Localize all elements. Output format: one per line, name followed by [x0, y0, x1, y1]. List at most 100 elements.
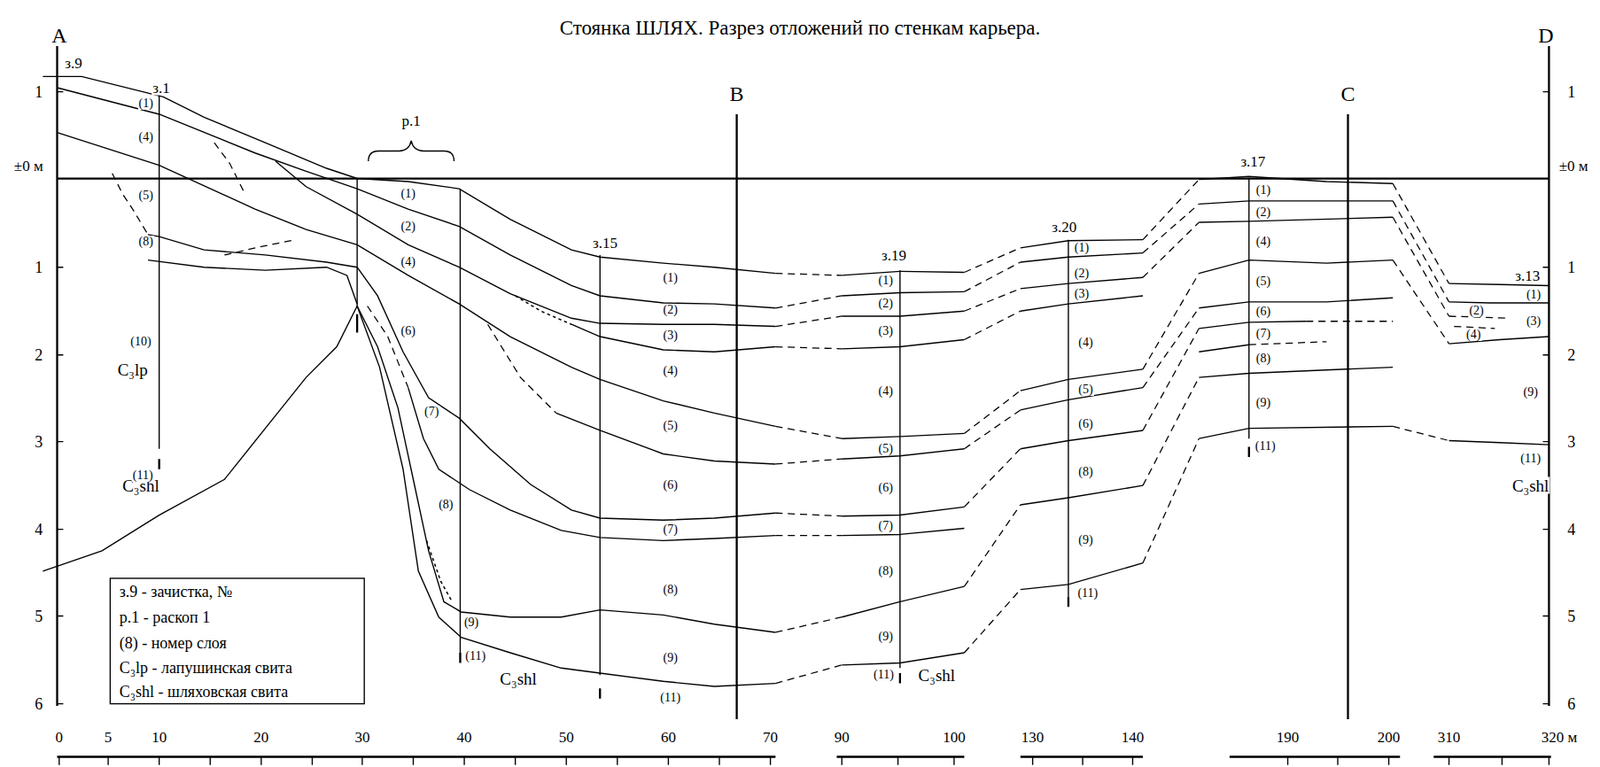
dashed-links — [963, 248, 1020, 653]
layer-number: (6) — [1255, 305, 1272, 319]
distance-number: 20 — [252, 729, 270, 745]
depth-number: 1 — [1566, 259, 1577, 276]
layer-number: (8) — [1255, 352, 1272, 366]
layer-number: (1) — [1255, 184, 1272, 197]
layer-number: (11) — [872, 668, 895, 682]
scale-tick — [841, 756, 843, 765]
scale-tick — [1548, 756, 1550, 765]
legend-text: C₃shl - шляховская свита — [119, 683, 289, 700]
layer-number: (6) — [662, 479, 679, 492]
depth-number: 4 — [33, 521, 44, 538]
layer-number: (6) — [400, 325, 417, 338]
distance-number: 200 — [1376, 729, 1402, 745]
distance-number: 0 — [54, 729, 65, 745]
layer-number: (2) — [1255, 206, 1272, 219]
axis-ticks — [57, 92, 1550, 705]
layer-number: (4) — [877, 385, 894, 398]
scale-tick — [897, 756, 899, 765]
dashed-links — [775, 273, 842, 684]
layer-number: (2) — [1073, 267, 1090, 280]
layer-number: (2) — [400, 220, 417, 234]
layer-number: (5) — [662, 419, 679, 433]
diagram-title: Стоянка ШЛЯХ. Разрез отложений по стенка… — [0, 15, 1600, 41]
layer-number: (4) — [400, 256, 417, 269]
layer-number: (2) — [1467, 304, 1484, 318]
clearing-label: з.13 — [1514, 267, 1541, 283]
left-axis — [55, 31, 58, 707]
column-lines — [159, 94, 1250, 676]
legend-text: р.1 - раскоп 1 — [119, 609, 210, 626]
layer-number: (6) — [1077, 418, 1094, 431]
bracket — [368, 140, 455, 162]
layer-number: (1) — [1525, 288, 1542, 302]
layer-number: (4) — [1465, 328, 1482, 342]
scale-tick — [1032, 756, 1034, 765]
scale-tick — [260, 756, 262, 765]
layer-number: (2) — [662, 303, 679, 317]
layer-number: (3) — [1525, 315, 1542, 328]
depth-number: 2 — [1566, 347, 1577, 364]
dashed-links — [1142, 179, 1199, 564]
layer-number: (9) — [463, 616, 480, 630]
scale-tick — [1081, 756, 1083, 765]
layer-number: (9) — [877, 630, 894, 644]
section-letter: C — [1339, 83, 1356, 105]
depth-number: 1 — [1566, 84, 1577, 101]
zero-label: ±0 м — [1558, 157, 1590, 173]
zero-line — [57, 177, 1550, 179]
scale-tick — [514, 756, 516, 765]
scale-tick — [58, 756, 60, 765]
depth-number: 4 — [1566, 521, 1577, 538]
scale-tick — [1132, 756, 1134, 765]
dashed-links — [1392, 183, 1449, 441]
layer-number: (9) — [662, 652, 679, 665]
depth-number: 1 — [33, 259, 44, 276]
scale-tick — [667, 756, 669, 765]
layer-number: (11) — [1519, 452, 1542, 466]
layer-boundaries — [1198, 176, 1393, 439]
depth-number: 1 — [33, 84, 44, 101]
layer-number: (3) — [1073, 287, 1090, 301]
scale-ticks — [59, 756, 1550, 765]
distance-number: 70 — [761, 729, 779, 745]
scale-tick — [616, 756, 618, 765]
scale-tick — [412, 756, 414, 765]
layer-number: (2) — [877, 297, 894, 311]
layer-boundaries — [841, 271, 964, 666]
formation-label: C₃shl — [498, 669, 537, 687]
distance-number: 310 — [1436, 729, 1462, 745]
clearing-label: з.20 — [1050, 218, 1078, 234]
layer-number: (5) — [1077, 383, 1094, 397]
scale-tick — [953, 756, 955, 765]
layer-number: (4) — [138, 131, 155, 144]
formation-label: C₃lp — [116, 360, 149, 378]
layer-number: (11) — [659, 691, 682, 705]
distance-number: 30 — [353, 729, 371, 745]
distance-number: 130 — [1020, 729, 1046, 745]
depth-number: 6 — [1566, 696, 1577, 713]
distance-number: 60 — [660, 729, 677, 745]
layer-number: (9) — [1522, 386, 1539, 399]
distance-number: 90 — [833, 729, 851, 745]
layer-number: (3) — [662, 329, 679, 342]
layer-number: (7) — [423, 405, 440, 419]
layer-number: (11) — [1254, 440, 1277, 453]
section-line — [1346, 114, 1349, 720]
clearing-label: з.9 — [63, 55, 83, 71]
layer-number: (8) — [662, 583, 679, 597]
layer-number: (8) — [877, 565, 894, 578]
scale-tick — [1448, 756, 1450, 765]
scale-tick — [718, 756, 720, 765]
legend-box — [109, 578, 365, 705]
layer-number: (8) — [138, 235, 155, 249]
layer-number: (11) — [1076, 587, 1099, 600]
section-letter: D — [1537, 24, 1554, 47]
layer-number: (11) — [132, 469, 155, 482]
layer-number: (3) — [877, 325, 894, 338]
section-line — [735, 114, 738, 720]
distance-number: 5 — [103, 729, 114, 745]
layer-number: (5) — [1255, 275, 1272, 288]
layer-number: (9) — [1077, 534, 1094, 547]
distance-number: 140 — [1120, 729, 1146, 745]
